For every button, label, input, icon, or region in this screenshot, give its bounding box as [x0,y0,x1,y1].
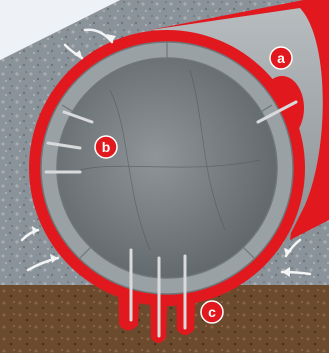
marker-a-label: a [277,50,285,66]
marker-b-label: b [102,139,111,155]
marker-a: a [270,47,292,69]
marker-c: c [201,301,223,323]
marker-b: b [95,136,117,158]
marker-c-label: c [208,304,216,320]
